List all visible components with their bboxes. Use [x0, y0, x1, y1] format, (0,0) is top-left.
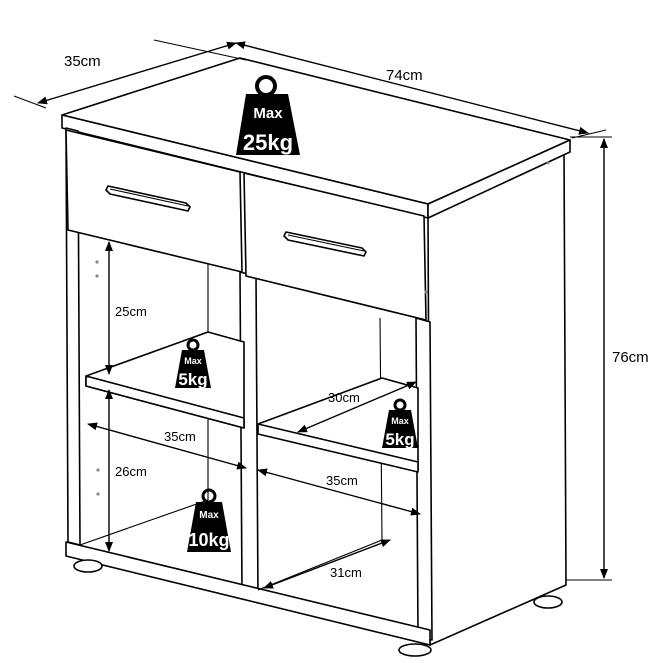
upper-shelf-height-label: 25cm [115, 304, 147, 319]
foot-right [533, 595, 563, 609]
center-divider [239, 271, 259, 599]
right-upper-depth-label: 30cm [328, 390, 360, 405]
depth-label: 35cm [64, 53, 101, 70]
foot-left [73, 559, 103, 573]
left-shelf-depth-label: 35cm [164, 429, 196, 444]
weight-badge-top-max: Max [253, 105, 283, 122]
right-lower-depth-label: 35cm [326, 473, 358, 488]
cabinet-body [61, 57, 571, 657]
weight-badge-left-max: Max [184, 356, 202, 366]
weight-badge-right-shelf: Max 5kg [382, 398, 418, 449]
bottom-back-edge [79, 499, 209, 546]
height-label: 76cm [612, 349, 649, 366]
weight-badge-left-shelf: Max 5kg [175, 338, 211, 389]
top-side-edge [427, 139, 571, 219]
lower-shelf-height-label: 26cm [115, 464, 147, 479]
weight-badge-right-value: 5kg [385, 430, 414, 449]
dimension-lines [13, 39, 612, 589]
drawer-right [243, 172, 427, 321]
weight-badge-right-max: Max [391, 416, 409, 426]
weight-badge-top-value: 25kg [243, 130, 293, 155]
drawer-left [65, 129, 243, 273]
foot-front [398, 643, 432, 657]
shelf-pin-holes [95, 161, 550, 496]
weight-badge-top: Max 25kg [236, 75, 300, 155]
drawer-left-handle [105, 185, 191, 212]
width-label: 74cm [386, 67, 423, 84]
weight-badge-bottom-max: Max [199, 510, 219, 521]
weight-badge-bottom: Max 10kg [187, 488, 231, 552]
bottom-plinth [65, 541, 431, 646]
bottom-depth-label: 31cm [330, 565, 362, 580]
right-side-panel [427, 149, 567, 646]
weight-badge-left-value: 5kg [178, 370, 207, 389]
right-inner-side [415, 317, 433, 641]
weight-badge-bottom-value: 10kg [188, 530, 229, 550]
drawer-right-handle [283, 231, 367, 257]
